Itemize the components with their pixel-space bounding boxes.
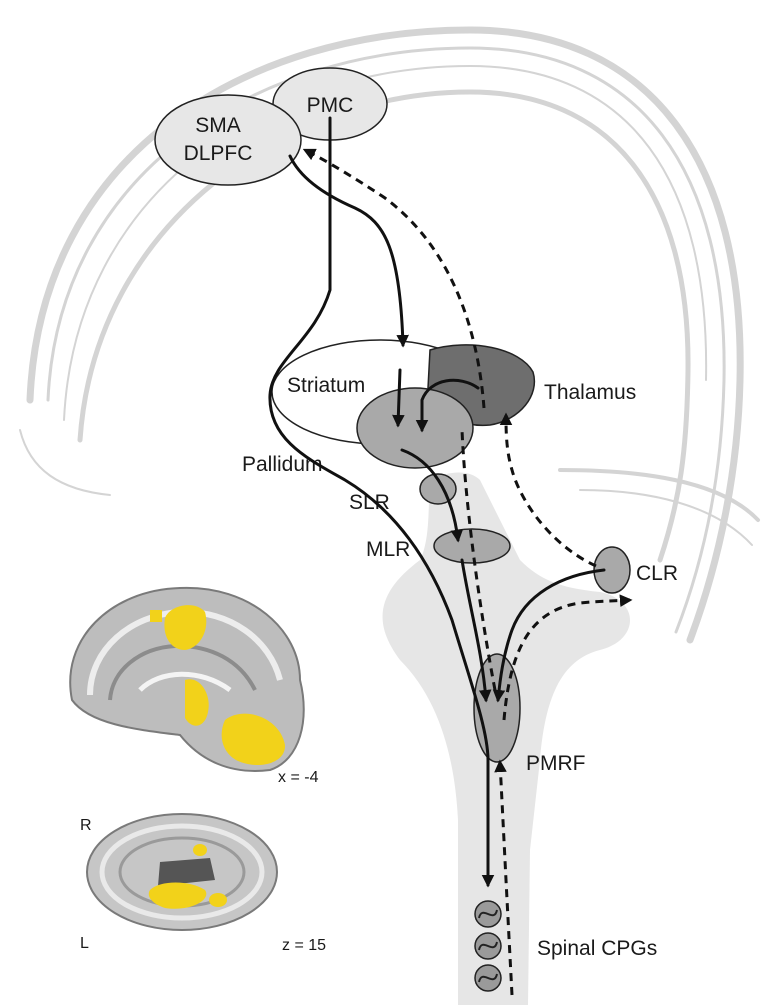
pmrf-label: PMRF	[526, 752, 586, 775]
sma-label: SMA	[195, 114, 241, 137]
sagittal-coordinate-label: x = -4	[278, 769, 319, 786]
spinal-cpg-3	[475, 965, 501, 991]
spinal-cpg-2	[475, 933, 501, 959]
dlpfc-label: DLPFC	[184, 142, 253, 165]
spinal-cpgs-label: Spinal CPGs	[537, 937, 657, 960]
sagittal-brain-scan	[70, 588, 304, 771]
axial-coordinate-label: z = 15	[282, 937, 326, 954]
mlr-label: MLR	[366, 538, 410, 561]
pmrf-node	[474, 654, 520, 762]
pmc-label: PMC	[307, 94, 354, 117]
spinal-cpg-nodes	[475, 901, 501, 991]
sma-dlpfc-node	[155, 95, 301, 185]
spinal-cpg-1	[475, 901, 501, 927]
striatum-label: Striatum	[287, 374, 365, 397]
axial-right-marker: R	[80, 817, 92, 834]
axial-left-marker: L	[80, 935, 89, 952]
axial-brain-scan	[87, 814, 277, 930]
striatum-to-pallidum-pathway	[398, 370, 400, 425]
pallidum-label: Pallidum	[242, 453, 323, 476]
thalamus-label: Thalamus	[544, 381, 636, 404]
cortex-to-striatum-pathway	[290, 156, 403, 345]
clr-label: CLR	[636, 562, 678, 585]
